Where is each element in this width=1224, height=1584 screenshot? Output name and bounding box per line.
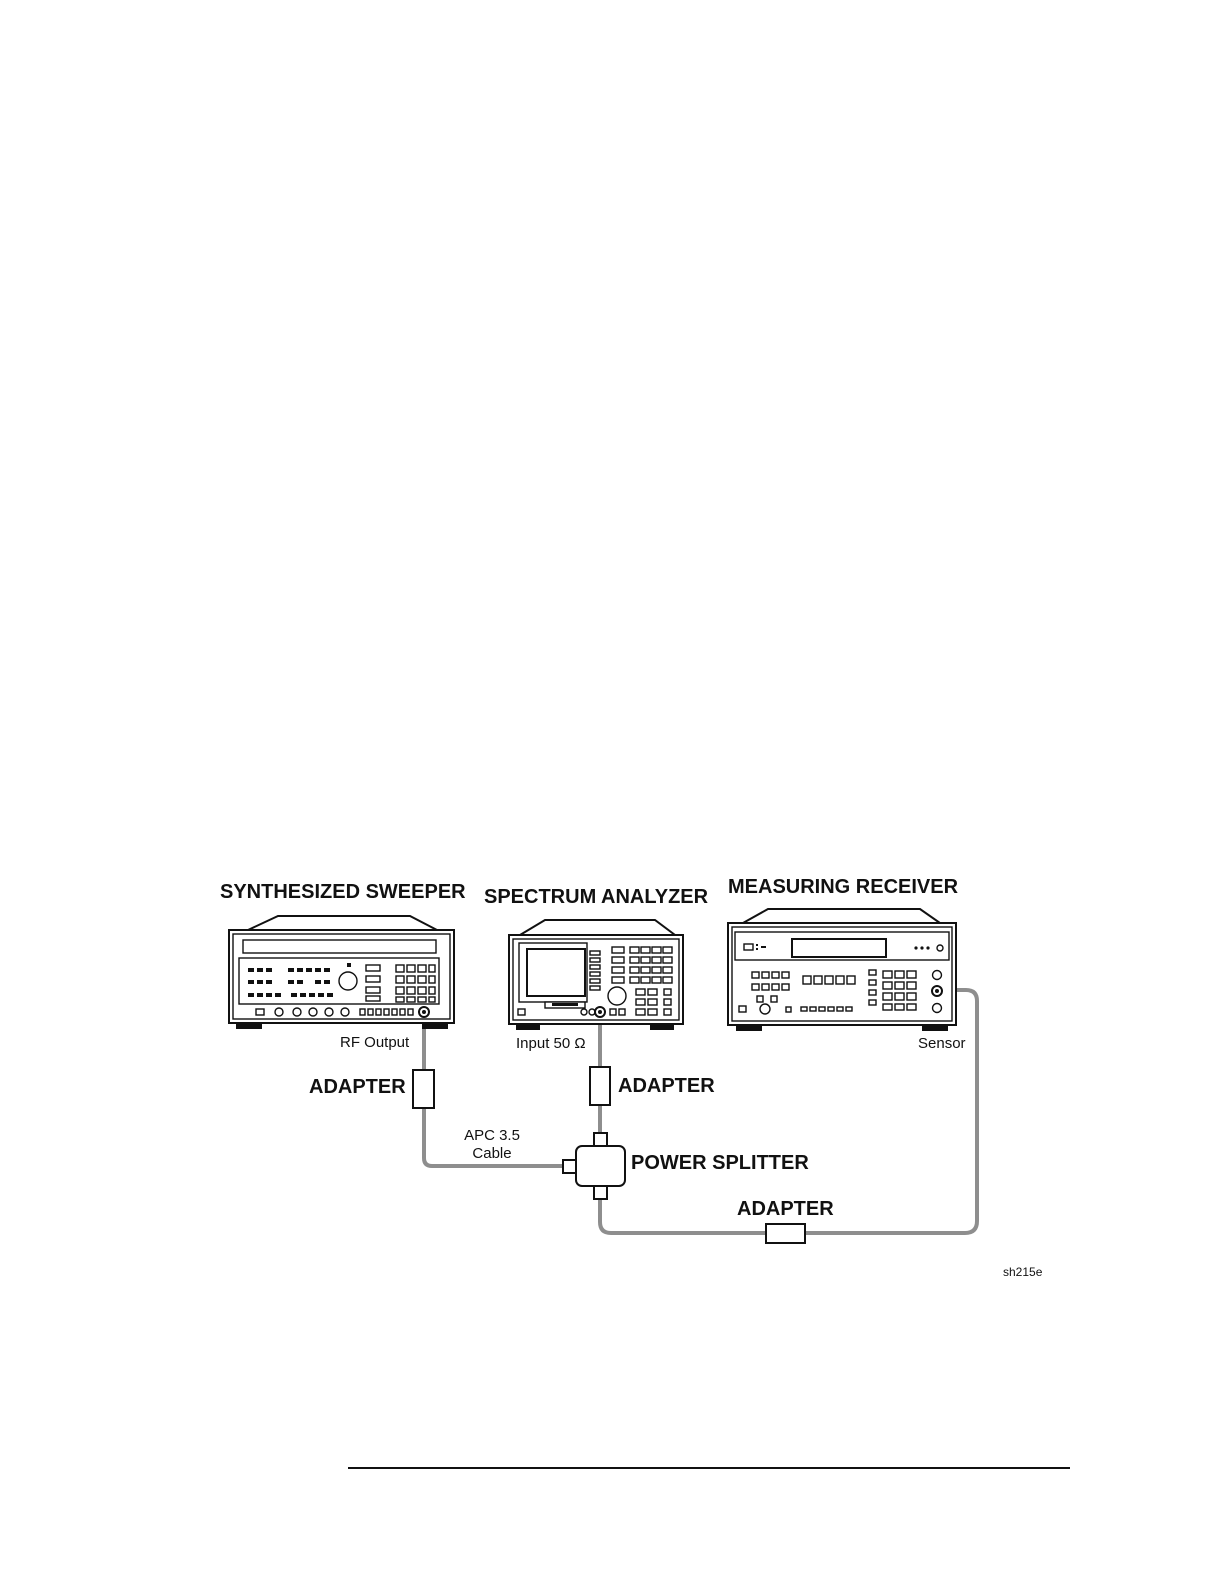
sweeper-port-label: RF Output (340, 1034, 410, 1051)
receiver-title: MEASURING RECEIVER (728, 876, 959, 898)
power-splitter-label: POWER SPLITTER (631, 1152, 809, 1174)
page-footer-rule (348, 1467, 1070, 1469)
adapter-left-label: ADAPTER (309, 1076, 406, 1098)
analyzer-knob (608, 987, 626, 1005)
figure-id: sh215e (1003, 1265, 1043, 1279)
analyzer-port-label: Input 50 Ω (516, 1035, 586, 1052)
cable-label-line1: APC 3.5 (464, 1127, 520, 1144)
analyzer-title: SPECTRUM ANALYZER (484, 886, 709, 908)
receiver-port-label: Sensor (918, 1035, 966, 1052)
power-splitter: POWER SPLITTER (563, 1133, 809, 1199)
sweeper-knob (339, 972, 357, 990)
synthesized-sweeper: SYNTHESIZED SWEEPER (220, 881, 466, 1051)
adapter-right: ADAPTER (590, 1067, 715, 1105)
adapter-bottom: ADAPTER (737, 1198, 834, 1243)
cable-adapter-to-sensor (805, 990, 977, 1233)
analyzer-screen (527, 949, 585, 996)
measuring-receiver: MEASURING RECEIVER Sensor (728, 876, 966, 1052)
cable-label-line2: Cable (472, 1145, 511, 1162)
sweeper-title: SYNTHESIZED SWEEPER (220, 881, 466, 903)
adapter-bottom-label: ADAPTER (737, 1198, 834, 1220)
adapter-right-label: ADAPTER (618, 1075, 715, 1097)
spectrum-analyzer: SPECTRUM ANALYZER Input 50 Ω (484, 886, 709, 1052)
adapter-left: ADAPTER (309, 1070, 434, 1108)
receiver-display (792, 939, 886, 957)
